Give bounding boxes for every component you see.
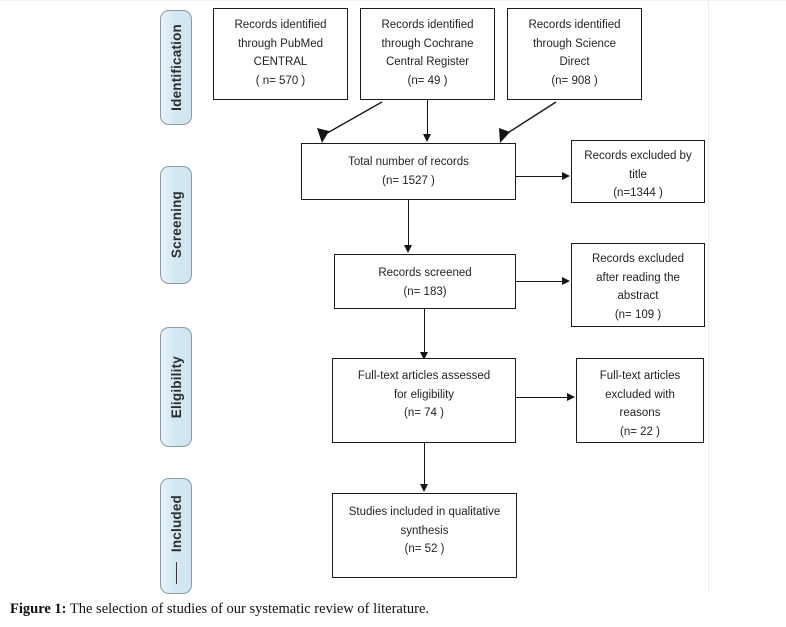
- stage-tab-included: Included: [160, 478, 192, 594]
- connector-screened-to-fulltext: [424, 309, 426, 355]
- box-records-pubmed: Records identified through PubMed CENTRA…: [213, 8, 348, 100]
- stage-tab-eligibility-label: Eligibility: [168, 355, 184, 419]
- box-excluded-by-title-line2: title: [629, 168, 647, 181]
- stage-tab-identification-label: Identification: [168, 24, 184, 111]
- box-excluded-after-abstract-line2: after reading the: [596, 271, 680, 284]
- box-excluded-by-title-line1: Records excluded by: [584, 150, 692, 162]
- box-records-cochrane: Records identified through Cochrane Cent…: [360, 8, 495, 100]
- box-fulltext-excluded-count: (n= 22 ): [620, 425, 660, 438]
- stage-tab-screening-label: Screening: [168, 191, 184, 259]
- box-records-pubmed-line2: through PubMed: [237, 37, 324, 50]
- box-studies-included: Studies included in qualitative synthesi…: [332, 493, 517, 578]
- connector-screened-to-excluded-abstract: [516, 281, 563, 283]
- box-excluded-by-title-count: (n=1344 ): [613, 187, 663, 200]
- box-fulltext-excluded-line3: reasons: [619, 407, 661, 420]
- connector-total-to-excluded-title-arrowhead: [562, 172, 570, 180]
- box-excluded-after-abstract-line1: Records excluded: [591, 253, 685, 265]
- box-studies-included-count: (n= 52 ): [404, 543, 445, 556]
- box-excluded-after-abstract: Records excluded after reading the abstr…: [571, 243, 705, 327]
- box-fulltext-assessed-count: (n= 74 ): [404, 407, 444, 420]
- box-records-sciencedirect-line2: through Science: [532, 37, 617, 50]
- connector-fulltext-to-excluded: [516, 397, 568, 399]
- box-records-screened: Records screened (n= 183): [334, 254, 516, 309]
- connector-sciencedirect-to-total: [499, 101, 557, 143]
- box-excluded-by-title: Records excluded by title (n=1344 ): [571, 140, 705, 203]
- connector-screened-to-fulltext-arrowhead: [420, 352, 428, 360]
- box-records-pubmed-count: ( n= 570 ): [255, 74, 306, 87]
- connector-fulltext-to-included-arrowhead: [420, 484, 428, 492]
- box-records-screened-count: (n= 183): [403, 285, 447, 298]
- connector-fulltext-to-included: [424, 443, 426, 486]
- box-records-pubmed-line3: CENTRAL: [253, 56, 308, 69]
- box-records-sciencedirect: Records identified through Science Direc…: [507, 8, 642, 100]
- figure-caption-text: The selection of studies of our systemat…: [66, 601, 430, 617]
- box-records-sciencedirect-line3: Direct: [559, 56, 590, 69]
- box-total-records-count: (n= 1527 ): [382, 174, 435, 187]
- box-fulltext-excluded-line1: Full-text articles: [599, 370, 681, 382]
- box-studies-included-line2: synthesis: [400, 524, 449, 537]
- stage-tab-eligibility: Eligibility: [160, 327, 192, 447]
- figure-caption-label: Figure 1:: [10, 601, 67, 617]
- connector-fulltext-to-excluded-arrowhead: [567, 393, 575, 401]
- box-records-sciencedirect-line1: Records identified: [528, 19, 621, 31]
- connector-pubmed-to-total: [317, 101, 383, 143]
- box-records-cochrane-line1: Records identified: [381, 19, 474, 31]
- stage-tab-included-tick-mark: [175, 562, 177, 584]
- box-records-screened-line1: Records screened: [378, 267, 472, 279]
- connector-total-to-screened: [408, 200, 410, 246]
- box-records-cochrane-line2: through Cochrane: [381, 37, 474, 50]
- connector-screened-to-excluded-abstract-arrowhead: [562, 277, 570, 285]
- box-fulltext-assessed: Full-text articles assessed for eligibil…: [332, 358, 516, 443]
- box-records-pubmed-line1: Records identified: [234, 19, 327, 31]
- box-excluded-after-abstract-count: (n= 109 ): [614, 308, 662, 321]
- box-fulltext-assessed-line2: for eligibility: [393, 388, 455, 401]
- box-total-records-line1: Total number of records: [348, 156, 469, 168]
- box-records-sciencedirect-count: (n= 908 ): [551, 74, 598, 87]
- page-edge-top-rule: [0, 0, 786, 1]
- box-fulltext-assessed-line1: Full-text articles assessed: [357, 370, 491, 382]
- page-edge-right-rule: [708, 0, 709, 593]
- box-total-records: Total number of records (n= 1527 ): [301, 143, 516, 200]
- stage-tab-screening: Screening: [160, 166, 192, 284]
- box-records-cochrane-line3: Central Register: [385, 56, 470, 69]
- figure-caption: Figure 1: The selection of studies of ou…: [10, 601, 429, 618]
- box-excluded-after-abstract-line3: abstract: [617, 290, 659, 303]
- connector-total-to-screened-arrowhead: [404, 245, 412, 253]
- connector-total-to-excluded-title: [516, 176, 563, 178]
- box-records-cochrane-count: (n= 49 ): [407, 74, 448, 87]
- box-studies-included-line1: Studies included in qualitative: [348, 506, 501, 518]
- box-fulltext-excluded: Full-text articles excluded with reasons…: [576, 358, 704, 443]
- connector-cochrane-to-total: [427, 100, 429, 135]
- stage-tab-included-label: Included: [168, 495, 184, 553]
- connector-cochrane-to-total-arrowhead: [423, 134, 431, 142]
- box-fulltext-excluded-line2: excluded with: [605, 388, 675, 401]
- stage-tab-identification: Identification: [160, 10, 192, 125]
